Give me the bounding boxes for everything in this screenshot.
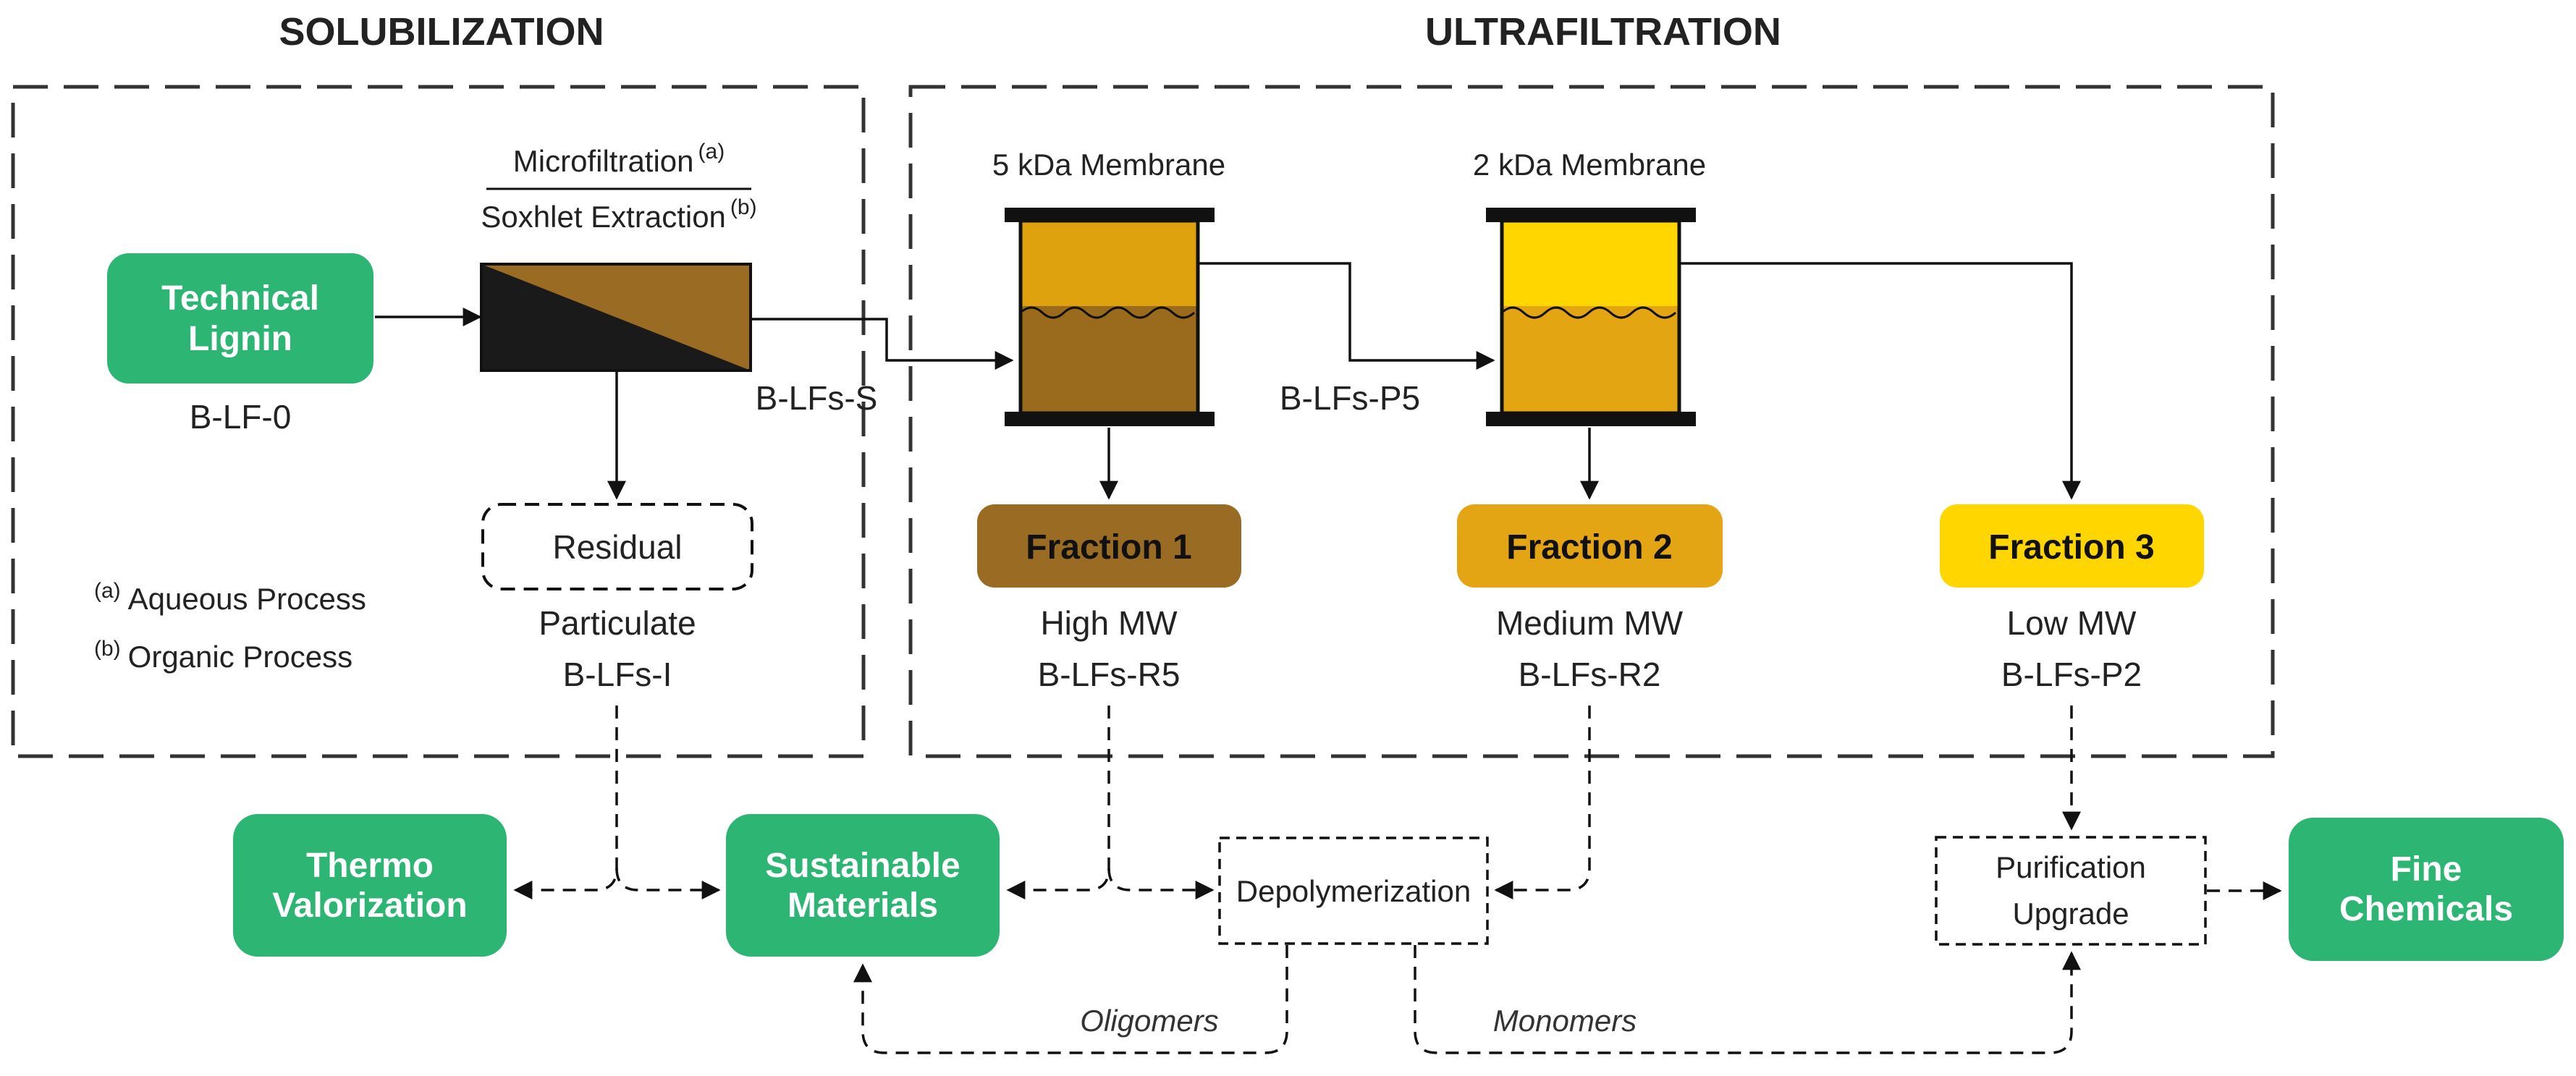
residual-desc: Particulate bbox=[539, 604, 696, 642]
thermo-valorization-box: Thermo Valorization bbox=[233, 814, 507, 957]
arrow-oligomers-to-sustainable bbox=[853, 945, 1288, 1054]
fraction2-box bbox=[1457, 504, 1723, 588]
arrow-fraction2-to-depolymerization bbox=[1494, 706, 1591, 899]
fraction2-code: B-LFs-R2 bbox=[1519, 656, 1661, 693]
stream-bLFs-P5: B-LFs-P5 bbox=[1280, 379, 1420, 417]
arrow-residual-to-sustainable bbox=[615, 868, 721, 899]
thermo-line1: Thermo bbox=[306, 847, 434, 885]
sustainable-line2: Materials bbox=[787, 886, 938, 925]
technical-lignin-box: Technical Lignin bbox=[107, 253, 373, 384]
technical-lignin-line1: Technical bbox=[161, 279, 319, 318]
solubilization-header: SOLUBILIZATION bbox=[279, 10, 604, 54]
fraction3-label: Fraction 3 bbox=[1988, 528, 2154, 567]
separator-unit bbox=[480, 263, 752, 372]
stream-bLFs-S: B-LFs-S bbox=[756, 379, 878, 417]
thermo-line2: Valorization bbox=[272, 886, 467, 925]
membrane2-label: 2 kDa Membrane bbox=[1473, 148, 1706, 182]
arrow-separator-to-membrane1 bbox=[752, 318, 1014, 370]
depolymerization-box bbox=[1218, 836, 1489, 945]
depolymerization-label: Depolymerization bbox=[1236, 874, 1471, 908]
fraction2-mw: Medium MW bbox=[1496, 604, 1684, 642]
purification-box bbox=[1935, 836, 2207, 946]
membrane1-unit bbox=[1005, 208, 1215, 426]
arrow-monomers-to-purification bbox=[1414, 945, 2081, 1054]
arrow-membrane1-to-membrane2 bbox=[1199, 262, 1495, 370]
sustainable-materials-box: Sustainable Materials bbox=[726, 814, 1000, 957]
legend-organic: (b)Organic Process bbox=[94, 637, 352, 674]
membrane2-unit bbox=[1486, 208, 1696, 426]
soxhlet-label: Soxhlet Extraction(b) bbox=[481, 195, 756, 234]
fraction3-box bbox=[1940, 504, 2204, 588]
fraction2-label: Fraction 2 bbox=[1506, 528, 1672, 567]
purification-line1: Purification bbox=[1996, 850, 2146, 884]
fraction1-mw: High MW bbox=[1040, 604, 1178, 642]
membrane1-label: 5 kDa Membrane bbox=[992, 148, 1225, 182]
fraction1-box bbox=[977, 504, 1241, 588]
monomers-label: Monomers bbox=[1493, 1004, 1637, 1038]
ultrafiltration-header: ULTRAFILTRATION bbox=[1425, 10, 1781, 54]
fraction3-mw: Low MW bbox=[2007, 604, 2137, 642]
arrow-fraction1-to-depolymerization bbox=[1107, 868, 1215, 899]
arrow-membrane2-to-fraction3 bbox=[1681, 262, 2081, 500]
purification-line2: Upgrade bbox=[2012, 897, 2129, 931]
residual-label: Residual bbox=[553, 528, 683, 566]
fraction1-code: B-LFs-R5 bbox=[1038, 656, 1181, 693]
residual-code: B-LFs-I bbox=[563, 656, 672, 693]
arrow-residual-to-thermo bbox=[513, 706, 618, 899]
microfiltration-label: Microfiltration(a) bbox=[513, 140, 725, 178]
arrow-fraction1-to-sustainable bbox=[1006, 706, 1110, 899]
technical-lignin-code: B-LF-0 bbox=[190, 398, 292, 436]
ultrafiltration-frame bbox=[908, 85, 2275, 758]
solubilization-frame bbox=[11, 85, 866, 758]
oligomers-label: Oligomers bbox=[1080, 1004, 1218, 1038]
sustainable-line1: Sustainable bbox=[765, 847, 960, 885]
technical-lignin-line2: Lignin bbox=[188, 320, 292, 358]
residual-box bbox=[481, 503, 753, 590]
fraction1-label: Fraction 1 bbox=[1026, 528, 1191, 567]
fine-line2: Chemicals bbox=[2339, 890, 2513, 928]
fraction3-code: B-LFs-P2 bbox=[2001, 656, 2142, 693]
fine-chemicals-box: Fine Chemicals bbox=[2289, 818, 2564, 961]
fine-line1: Fine bbox=[2391, 850, 2462, 889]
legend-aqueous: (a)Aqueous Process bbox=[94, 579, 366, 616]
